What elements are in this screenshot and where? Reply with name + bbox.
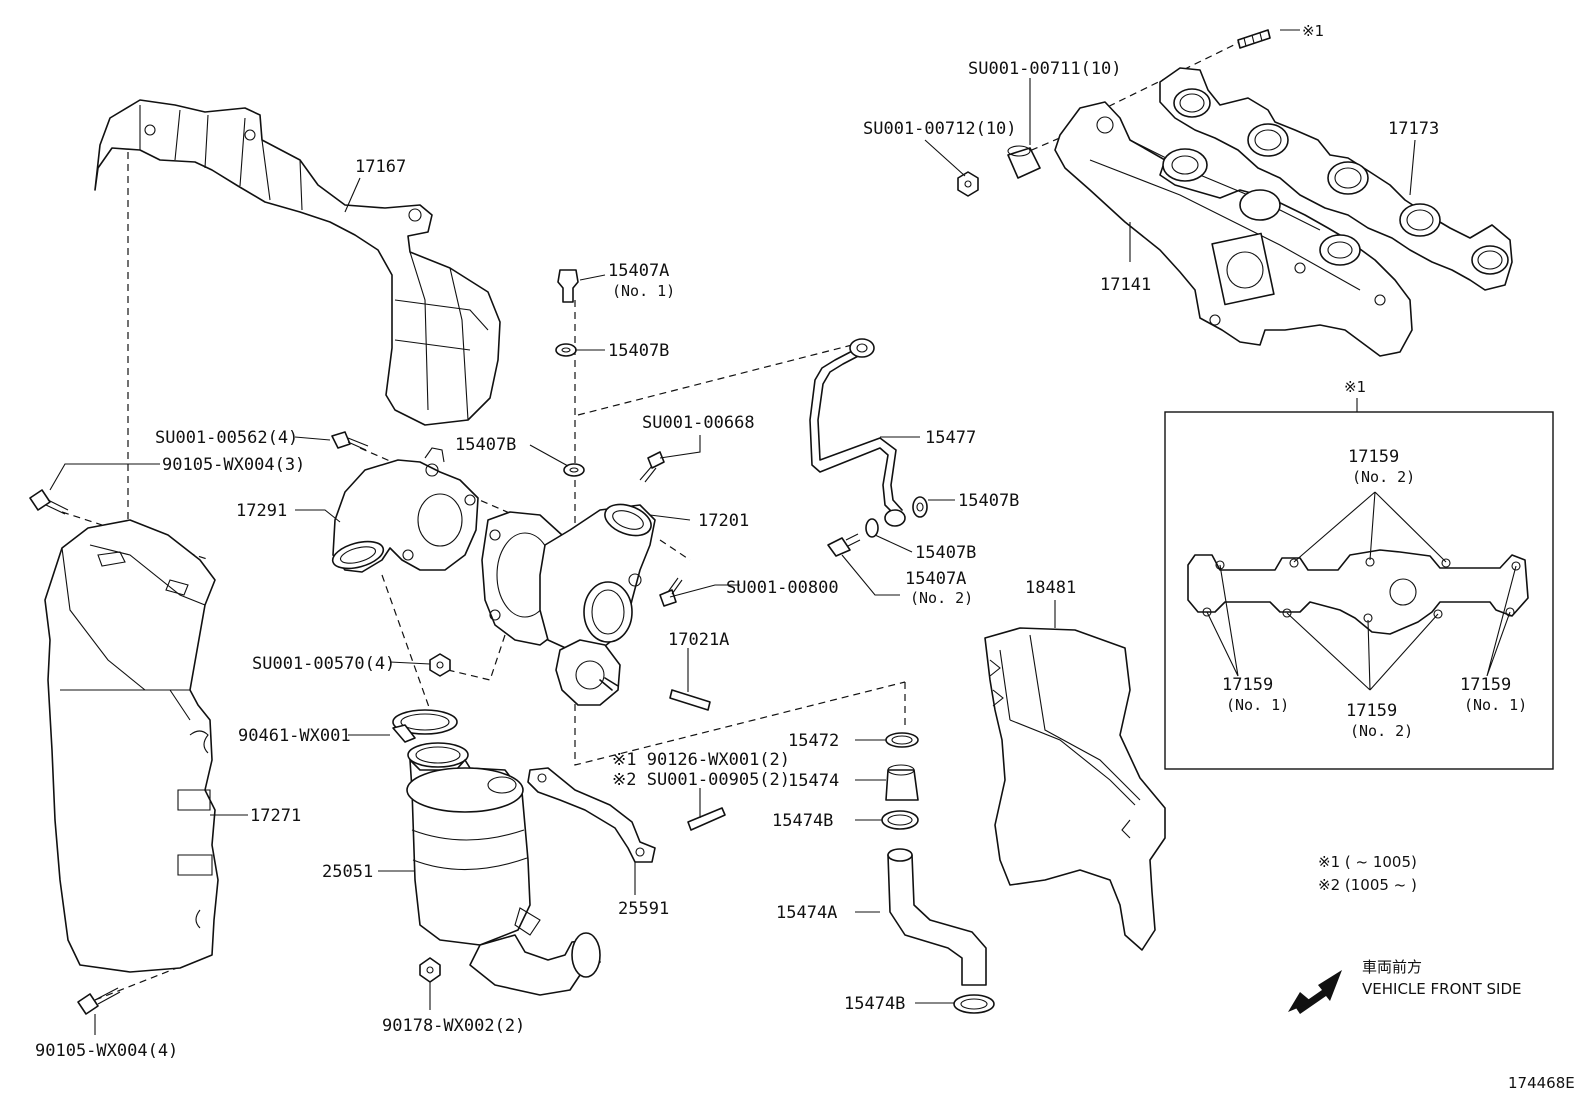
- inset-label-bottom-center: 17159: [1346, 701, 1397, 721]
- label-15407b-top: 15407B: [608, 341, 669, 361]
- label-15477: 15477: [925, 428, 976, 448]
- part-labels: 17167 15407A (No. 1) 15407B SU001-00562(…: [35, 22, 1439, 1061]
- label-17201: 17201: [698, 511, 749, 531]
- inset-label-bottom-left: 17159: [1222, 675, 1273, 695]
- label-15407b-mid: 15407B: [455, 435, 516, 455]
- turbocharger-17201: [481, 503, 656, 706]
- heat-insulator-17167: [94, 99, 501, 426]
- label-15474b-bottom: 15474B: [844, 994, 905, 1014]
- bracket-25591: [527, 767, 656, 863]
- inset-label-top: 17159: [1348, 447, 1399, 467]
- inset-box: [1164, 411, 1554, 770]
- oil-pipe-15477: [809, 338, 906, 527]
- fasteners: [29, 29, 1271, 1015]
- label-90461-wx001: 90461-WX001: [238, 726, 351, 746]
- label-15474: 15474: [788, 771, 839, 791]
- label-17141: 17141: [1100, 275, 1151, 295]
- label-su001-00562: SU001-00562(4): [155, 428, 298, 448]
- label-25051: 25051: [322, 862, 373, 882]
- label-15407a-no1-sub: (No. 1): [612, 282, 675, 300]
- oil-hose-assembly: [881, 732, 995, 1014]
- gasket-17173: [1159, 67, 1513, 291]
- leader-lines: [49, 29, 1416, 1035]
- label-17173: 17173: [1388, 119, 1439, 139]
- front-label-jp: 車両前方: [1362, 958, 1422, 976]
- label-su001-00711: SU001-00711(10): [968, 59, 1122, 79]
- inset-17159: ※1 17159 (No. 2) 17159 (No. 1) 17159 (No…: [1164, 378, 1554, 770]
- label-15407a-no2-sub: (No. 2): [910, 589, 973, 607]
- front-label-en: VEHICLE FRONT SIDE: [1362, 980, 1522, 998]
- label-su001-00712: SU001-00712(10): [863, 119, 1017, 139]
- label-90105-wx004-4: 90105-WX004(4): [35, 1041, 178, 1061]
- label-17021a: 17021A: [668, 630, 729, 650]
- label-90178-wx002: 90178-WX002(2): [382, 1016, 525, 1036]
- label-25591: 25591: [618, 899, 669, 919]
- catalytic-converter-25051: [406, 742, 601, 996]
- label-18481: 18481: [1025, 578, 1076, 598]
- inset-label-bottom-left-sub: (No. 1): [1226, 696, 1289, 714]
- footnote-2: ※2 (1005 ~ ): [1318, 876, 1417, 894]
- label-su001-00570: SU001-00570(4): [252, 654, 395, 674]
- exhaust-manifold-17141: [1054, 101, 1413, 357]
- label-su001-00800: SU001-00800: [726, 578, 839, 598]
- label-17167: 17167: [355, 157, 406, 177]
- label-15474a: 15474A: [776, 903, 837, 923]
- heat-insulator-17271: [44, 519, 219, 973]
- inset-marker: ※1: [1344, 378, 1366, 396]
- turbo-elbow-17291: [331, 447, 479, 573]
- footnotes: ※1 ( ~ 1005) ※2 (1005 ~ ): [1318, 853, 1417, 894]
- label-15474b-top: 15474B: [772, 811, 833, 831]
- footnote-1: ※1 ( ~ 1005): [1318, 853, 1417, 871]
- label-15472: 15472: [788, 731, 839, 751]
- vehicle-front-indicator: 車両前方 VEHICLE FRONT SIDE: [1288, 958, 1522, 1014]
- label-su001-00905: ※2 SU001-00905(2): [612, 770, 790, 790]
- clamp-90461: [392, 709, 458, 743]
- front-arrow-head-icon: [1288, 992, 1312, 1012]
- label-15407a-no2: 15407A: [905, 569, 966, 589]
- label-15407b-right2: 15407B: [915, 543, 976, 563]
- heat-insulator-18481: [984, 627, 1166, 951]
- label-90126-wx001: ※1 90126-WX001(2): [612, 750, 790, 770]
- inset-label-top-sub: (No. 2): [1352, 468, 1415, 486]
- diagram-id: 174468E: [1508, 1074, 1575, 1092]
- inset-label-bottom-right: 17159: [1460, 675, 1511, 695]
- label-su001-00668: SU001-00668: [642, 413, 755, 433]
- label-bolt-note-marker: ※1: [1302, 22, 1324, 40]
- label-15407a-no1: 15407A: [608, 261, 669, 281]
- label-17291: 17291: [236, 501, 287, 521]
- label-90105-wx004-3: 90105-WX004(3): [162, 455, 305, 475]
- front-direction-arrow-icon: [1296, 970, 1342, 1014]
- label-15407b-right1: 15407B: [958, 491, 1019, 511]
- inset-label-bottom-center-sub: (No. 2): [1350, 722, 1413, 740]
- label-17271: 17271: [250, 806, 301, 826]
- inset-label-bottom-right-sub: (No. 1): [1464, 696, 1527, 714]
